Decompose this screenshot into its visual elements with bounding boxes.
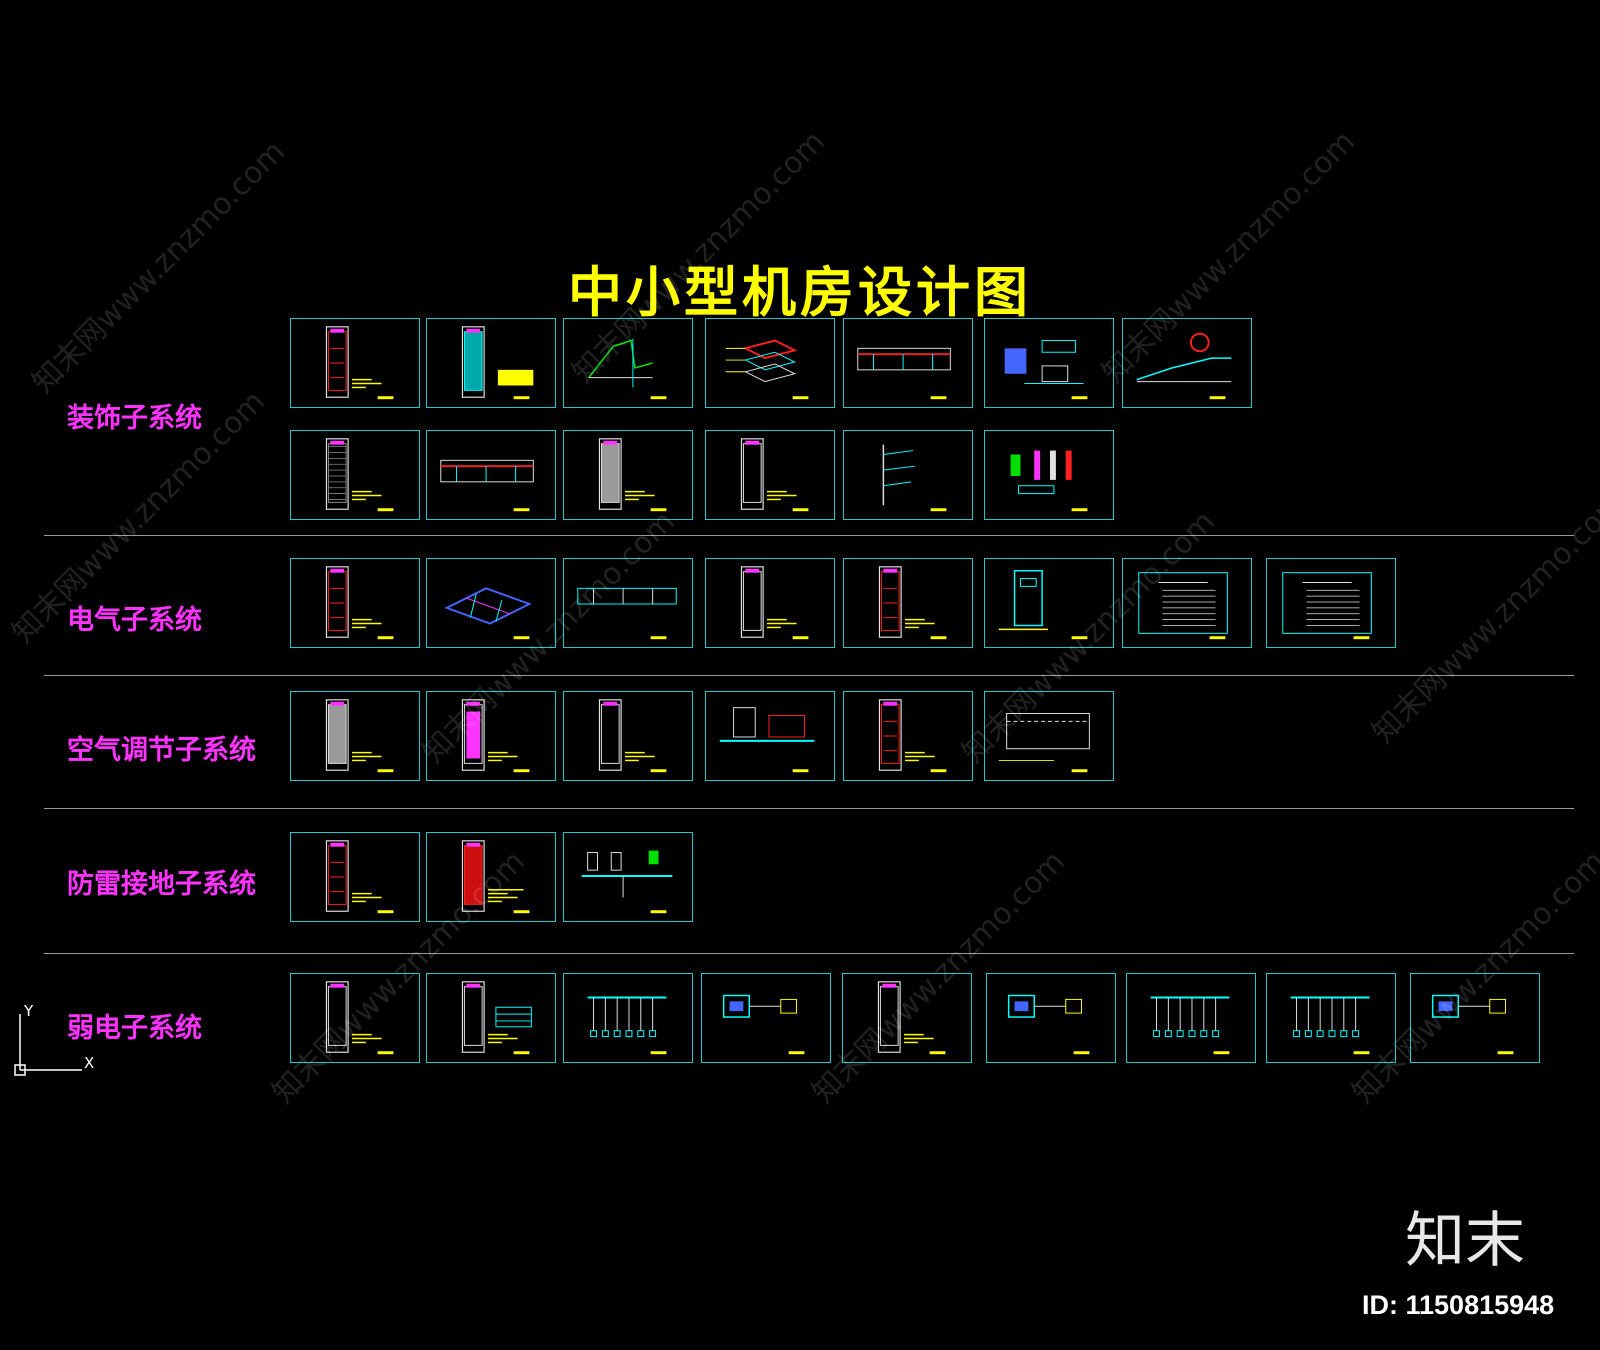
drawing-sheet-thumbnail[interactable] [1122,558,1252,648]
watermark: 知末网www.znzmo.com [1365,484,1600,751]
cabinet-red-drawing [325,840,394,914]
wall-detail-drawing [882,444,947,512]
drawing-sheet-thumbnail[interactable] [705,318,835,408]
drawing-sheet-thumbnail[interactable] [986,973,1116,1063]
drawing-sheet-thumbnail[interactable] [426,832,556,922]
ceiling-section-drawing [440,459,534,512]
drawing-sheet-thumbnail[interactable] [705,430,835,520]
distribution-schematic-drawing [1282,572,1372,640]
cabinet-red-drawing [878,699,947,773]
drawing-sheet-thumbnail[interactable] [701,973,831,1063]
distribution-schematic-drawing [1138,572,1228,640]
drawing-sheet-thumbnail[interactable] [1266,558,1396,648]
drawing-sheet-thumbnail[interactable] [1266,973,1396,1063]
room-plan-drawing [998,713,1090,773]
section-detail-drawing [588,338,667,400]
drawing-sheet-thumbnail[interactable] [563,558,693,648]
drawing-sheet-thumbnail[interactable] [843,558,973,648]
cabinet-table-drawing [461,981,532,1055]
drawing-sheet-thumbnail[interactable] [984,318,1114,408]
network-tree-drawing [1290,996,1370,1055]
ceiling-section-drawing [857,347,951,400]
section-label-low-voltage: 弱电子系统 [67,1013,202,1044]
section-divider [44,953,1574,954]
grounding-schematic-drawing [581,850,673,914]
parts-detail-drawing [1010,450,1088,512]
cabinet-grid-drawing [325,438,394,512]
section-label-decoration: 装饰子系统 [67,403,202,434]
ramp-detail-drawing [1136,332,1232,400]
drawing-sheet-thumbnail[interactable] [842,973,972,1063]
cabinet-plain-drawing [877,981,946,1055]
drawing-sheet-thumbnail[interactable] [843,691,973,781]
drawing-sheet-thumbnail[interactable] [290,973,420,1063]
drawing-sheet-thumbnail[interactable] [563,318,693,408]
cabinet-red-drawing [878,566,947,640]
cabinet-gray-drawing [598,438,667,512]
drawing-sheet-thumbnail[interactable] [1410,973,1540,1063]
monitor-system-drawing [722,994,805,1055]
drawing-sheet-thumbnail[interactable] [290,430,420,520]
section-label-electrical: 电气子系统 [67,605,202,636]
drawing-sheet-thumbnail[interactable] [984,558,1114,648]
drawing-sheet-thumbnail[interactable] [563,430,693,520]
panel-front-drawing [998,570,1088,640]
brand-logo: 知末 [1405,1206,1525,1276]
cabinet-red-drawing [325,326,394,400]
drawing-sheet-thumbnail[interactable] [290,558,420,648]
image-id: ID: 1150815948 [1362,1290,1555,1320]
drawing-sheet-thumbnail[interactable] [563,832,693,922]
floor-3d-drawing [444,587,532,640]
layer-stack-drawing [725,339,809,400]
cabinet-gray-drawing [325,699,394,773]
drawing-sheet-thumbnail[interactable] [426,973,556,1063]
section-divider [44,808,1574,809]
drawing-sheet-thumbnail[interactable] [1122,318,1252,408]
drawing-sheet-thumbnail[interactable] [426,558,556,648]
drawing-title: 中小型机房设计图 [568,261,1032,324]
ucs-x-label: X [84,1054,94,1072]
ucs-y-label: Y [23,1004,34,1020]
drawing-sheet-thumbnail[interactable] [705,558,835,648]
floor-detail-drawing [1004,340,1088,400]
monitor-system-drawing [1431,994,1514,1055]
cabinet-red-fill-drawing [461,840,530,914]
cabinet-plain-drawing [325,981,394,1055]
cabinet-plain-drawing [740,438,809,512]
drawing-sheet-thumbnail[interactable] [705,691,835,781]
cabinet-plain-drawing [598,699,667,773]
network-tree-drawing [587,996,667,1055]
unit-elevation-drawing [719,707,815,773]
cabinet-cyan-drawing [461,326,534,400]
network-tree-drawing [1150,996,1230,1055]
pipe-section-drawing [577,587,677,640]
drawing-sheet-thumbnail[interactable] [984,691,1114,781]
drawing-sheet-thumbnail[interactable] [843,318,973,408]
cabinet-red-drawing [325,566,394,640]
cabinet-magenta-drawing [461,699,530,773]
drawing-sheet-thumbnail[interactable] [426,691,556,781]
section-label-lightning-grounding: 防雷接地子系统 [67,869,256,900]
drawing-sheet-thumbnail[interactable] [843,430,973,520]
drawing-sheet-thumbnail[interactable] [984,430,1114,520]
drawing-sheet-thumbnail[interactable] [426,430,556,520]
section-label-air-conditioning: 空气调节子系统 [67,735,256,766]
drawing-sheet-thumbnail[interactable] [426,318,556,408]
section-divider [44,675,1574,676]
drawing-sheet-thumbnail[interactable] [290,318,420,408]
cabinet-plain-drawing [740,566,809,640]
monitor-system-drawing [1007,994,1090,1055]
ucs-axis-icon: Y X [14,1004,94,1076]
section-divider [44,535,1574,536]
drawing-sheet-thumbnail[interactable] [563,973,693,1063]
drawing-sheet-thumbnail[interactable] [563,691,693,781]
drawing-sheet-thumbnail[interactable] [290,832,420,922]
drawing-sheet-thumbnail[interactable] [290,691,420,781]
drawing-sheet-thumbnail[interactable] [1126,973,1256,1063]
